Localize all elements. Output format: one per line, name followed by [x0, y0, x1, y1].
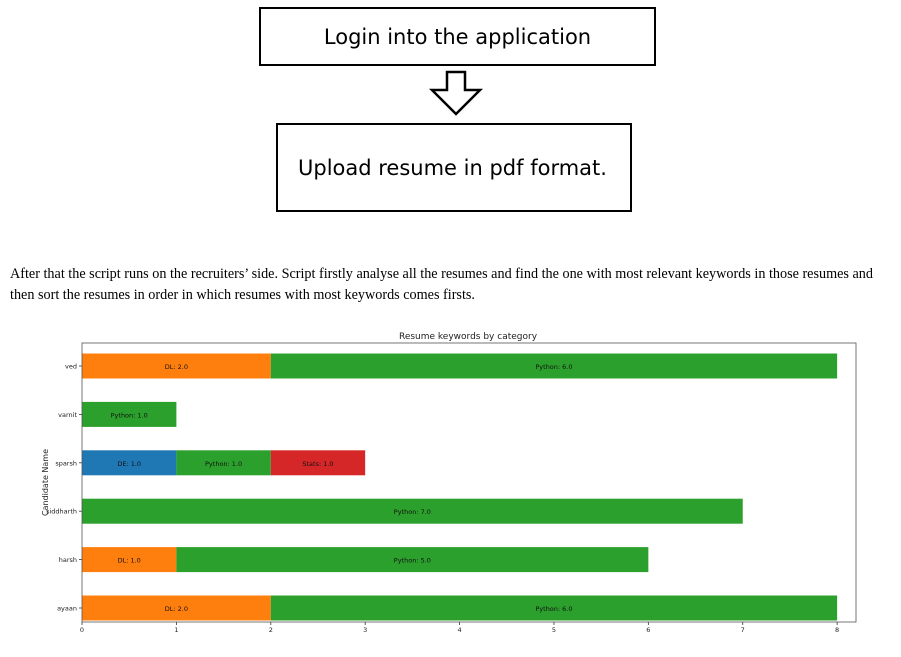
bar-sparsh-stats	[270, 450, 366, 476]
bar-label-sparsh-de: DE: 1.0	[117, 460, 141, 468]
x-tick-label-6: 6	[646, 626, 650, 634]
flow-step-upload-label: Upload resume in pdf format.	[298, 155, 607, 180]
bar-sparsh-de	[82, 450, 177, 476]
y-tick-label-varnit: varnit	[58, 411, 77, 419]
chart-title: Resume keywords by category	[399, 332, 538, 342]
x-tick-label-2: 2	[269, 626, 273, 634]
y-tick-label-siddharth: siddharth	[46, 508, 77, 516]
x-tick-label-4: 4	[457, 626, 461, 634]
flow-step-upload: Upload resume in pdf format.	[276, 123, 632, 212]
y-tick-label-ayaan: ayaan	[57, 605, 77, 613]
bar-siddharth-python	[82, 498, 743, 524]
bar-varnit-python	[82, 401, 177, 427]
flow-step-login: Login into the application	[259, 7, 656, 66]
bar-label-ved-python: Python: 6.0	[535, 363, 572, 371]
bar-ved-python	[270, 353, 838, 379]
bar-harsh-dl	[82, 547, 177, 573]
x-tick-label-7: 7	[741, 626, 745, 634]
bar-harsh-python	[176, 547, 649, 573]
bar-ved-dl	[82, 353, 271, 379]
description-paragraph: After that the script runs on the recrui…	[10, 266, 873, 303]
chart-axes: ayaan harsh siddharth sparsh varnit ved 0 1 2 3 4 5…	[46, 342, 857, 634]
x-tick-label-5: 5	[552, 626, 556, 634]
bar-label-ved-dl: DL: 2.0	[165, 363, 188, 371]
flow-step-login-label: Login into the application	[323, 24, 592, 49]
bar-label-ayaan-python: Python: 6.0	[535, 605, 572, 613]
x-tick-label-3: 3	[363, 626, 367, 634]
bar-label-harsh-python: Python: 5.0	[394, 557, 431, 565]
y-tick-label-harsh: harsh	[59, 556, 77, 564]
bar-ayaan-dl	[82, 595, 271, 621]
x-tick-label-1: 1	[174, 626, 178, 634]
chart-y-axis-label: Candidate Name	[41, 449, 50, 516]
plot-frame	[81, 342, 857, 623]
x-tick-label-0: 0	[80, 626, 84, 634]
bar-label-harsh-dl: DL: 1.0	[118, 557, 141, 565]
y-tick-label-sparsh: sparsh	[55, 459, 77, 467]
bar-label-varnit-python: Python: 1.0	[111, 411, 148, 419]
bar-label-ayaan-dl: DL: 2.0	[165, 605, 188, 613]
bar-label-siddharth-python: Python: 7.0	[394, 508, 431, 516]
down-arrow-icon	[428, 70, 484, 116]
y-tick-label-ved: ved	[65, 363, 77, 371]
bar-sparsh-python	[176, 450, 271, 476]
bar-label-sparsh-stats: Stats: 1.0	[302, 460, 333, 468]
bar-ayaan-python	[270, 595, 838, 621]
bar-label-sparsh-python: Python: 1.0	[205, 460, 242, 468]
x-tick-label-8: 8	[835, 626, 839, 634]
resume-keywords-chart: Resume keywords by category Candidate Na…	[41, 332, 857, 634]
